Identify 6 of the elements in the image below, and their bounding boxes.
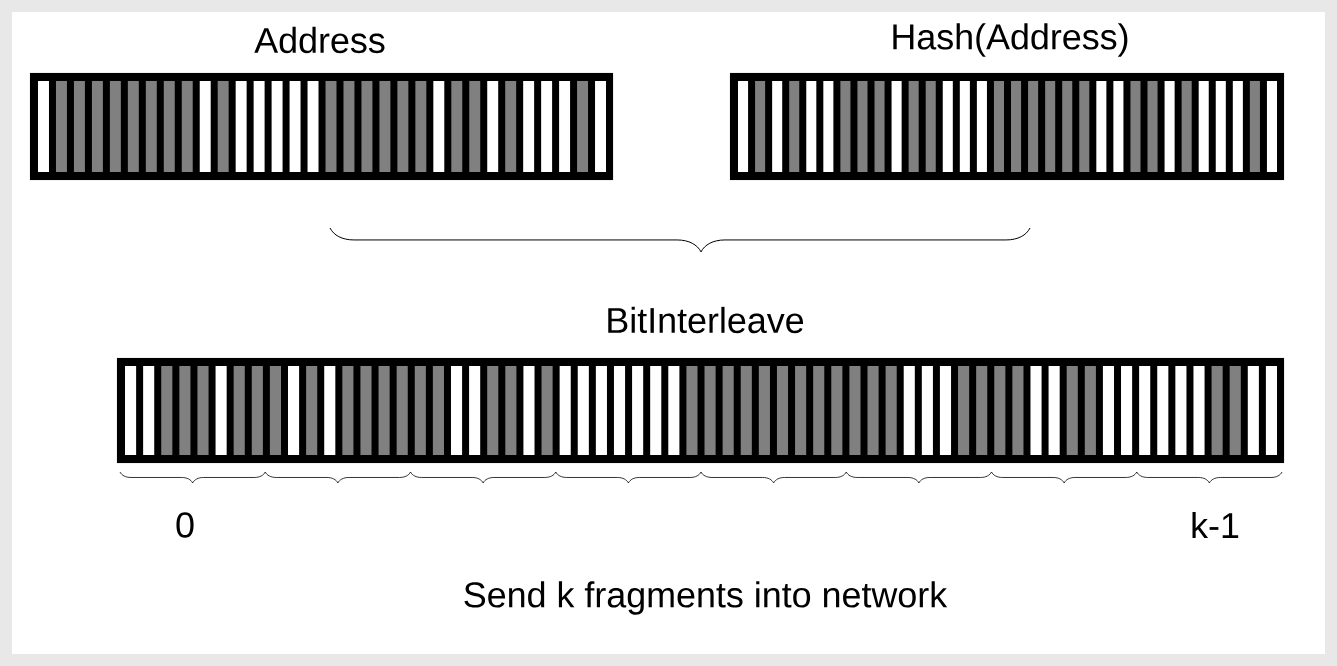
fragment-label: k-1 — [1192, 512, 1239, 538]
bar-heading: BitInterleave — [608, 306, 804, 334]
bar-heading: Hash(Address) — [893, 23, 1128, 57]
caption-text: Send k fragments into network — [464, 581, 948, 615]
bar-heading: Address — [254, 26, 385, 54]
fragment-label: 0 — [176, 512, 194, 538]
